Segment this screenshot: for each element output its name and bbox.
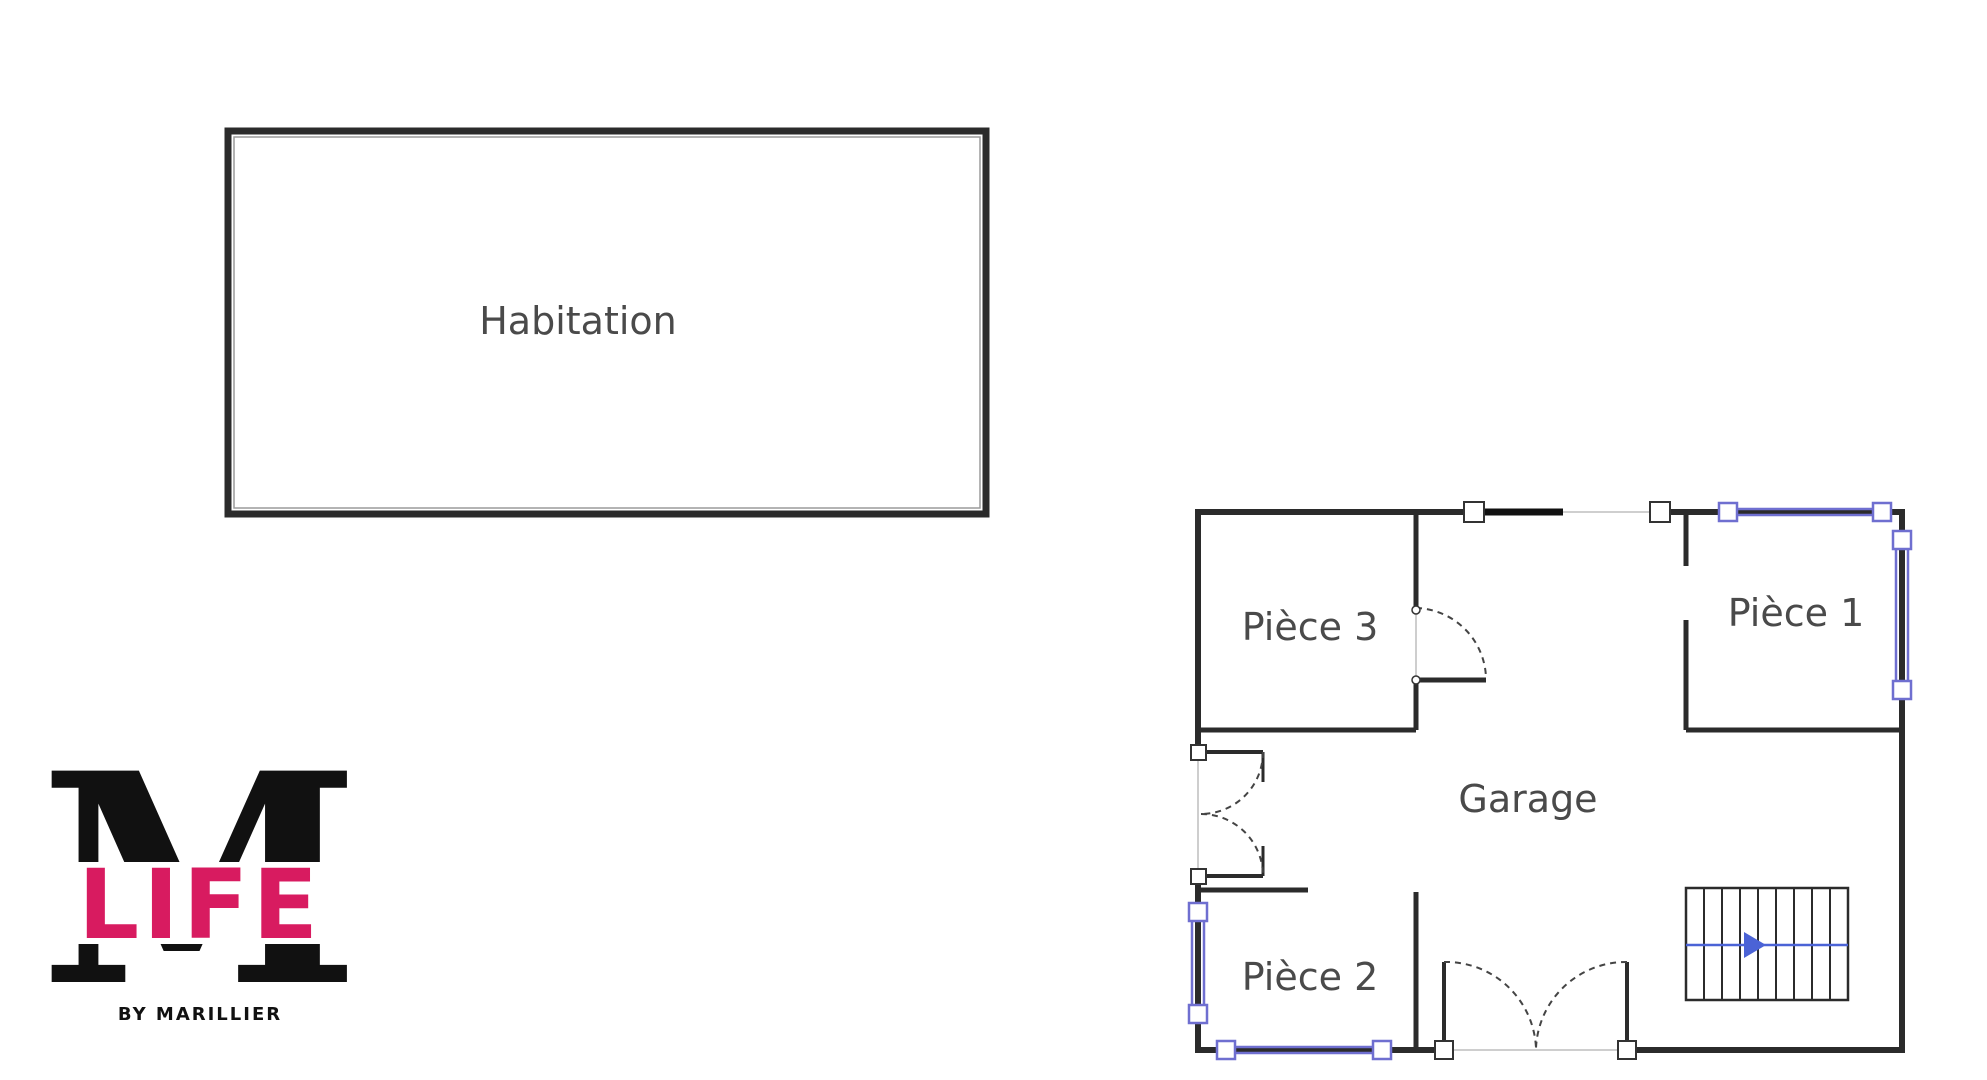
garage-label: Garage — [1458, 777, 1597, 821]
piece-1-label: Pièce 1 — [1728, 591, 1865, 635]
handle-left-door-end — [1190, 868, 1207, 885]
logo-byline: BY MARILLIER — [118, 1004, 282, 1025]
handle-top-opening-end — [1649, 501, 1671, 523]
interior-walls — [1198, 512, 1902, 1050]
logo-life-word: LIFE — [78, 849, 322, 961]
mlife-logo: M LIFE BY MARILLIER — [39, 711, 360, 1051]
handle-bottom-end — [1371, 1039, 1393, 1061]
door-bottom-double[interactable] — [1442, 960, 1629, 1051]
staircase[interactable] — [1684, 886, 1850, 1002]
garage-building[interactable]: Pièce 3 Pièce 1 Garage Pièce 2 — [1187, 501, 1913, 1061]
handle-left-end — [1187, 1003, 1209, 1025]
handle-bottom-door-end — [1617, 1040, 1637, 1060]
handle-right-start — [1891, 529, 1913, 551]
handle-right-end — [1891, 679, 1913, 701]
handle-bottom-door-start — [1434, 1040, 1454, 1060]
selection-handles[interactable] — [1187, 501, 1913, 1061]
habitation-building[interactable]: Habitation — [224, 127, 990, 518]
outer-walls — [1195, 509, 1905, 1053]
handle-left-door-start — [1190, 744, 1207, 761]
handle-bottom-start — [1215, 1039, 1237, 1061]
stair-arrow-icon — [1744, 932, 1766, 958]
opening-handles[interactable] — [1190, 501, 1671, 1060]
handle-top-right-start — [1717, 501, 1739, 523]
door-piece-3[interactable] — [1411, 605, 1487, 685]
handle-top-right-end — [1871, 501, 1893, 523]
piece-3-label: Pièce 3 — [1242, 605, 1379, 649]
habitation-label: Habitation — [479, 299, 677, 343]
selection-highlight — [1190, 507, 1910, 1055]
piece-2-label: Pièce 2 — [1242, 955, 1379, 999]
handle-top-opening-start — [1463, 501, 1485, 523]
handle-left-start — [1187, 901, 1209, 923]
door-left-double[interactable] — [1197, 750, 1265, 878]
